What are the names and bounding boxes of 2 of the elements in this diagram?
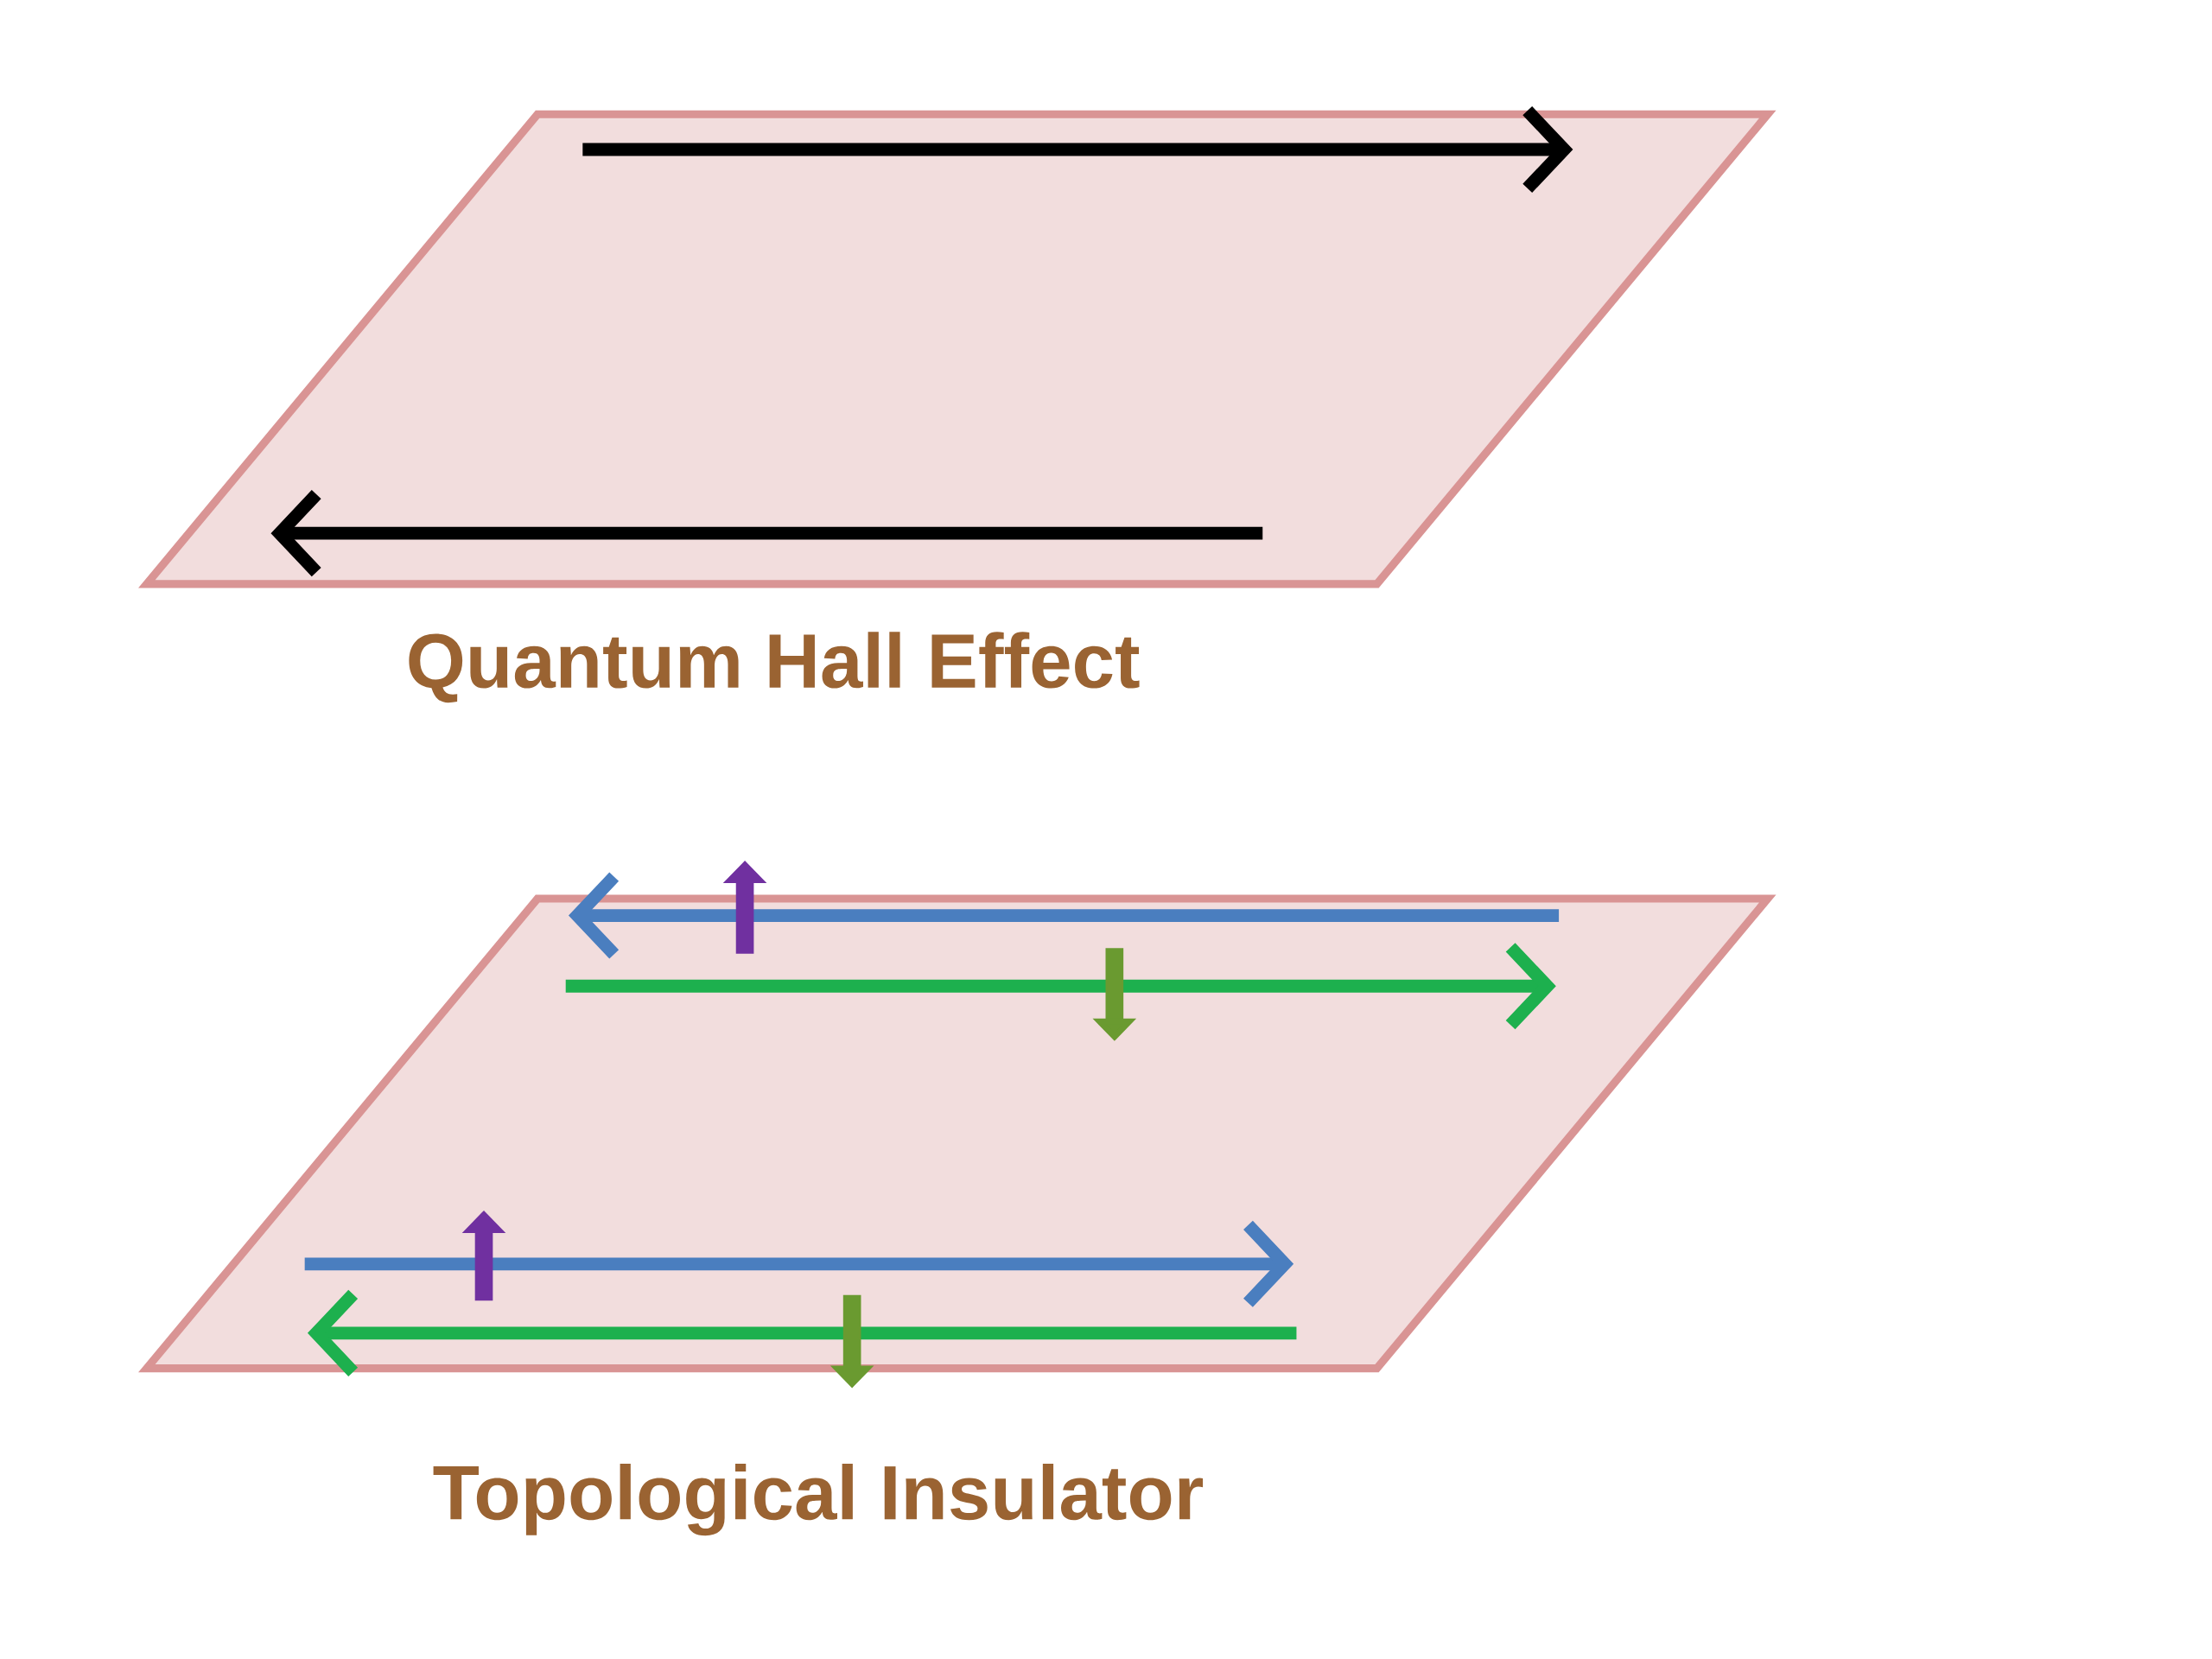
plane-caption: Quantum Hall Effect bbox=[409, 632, 1140, 703]
plane-caption: Topological Insulator bbox=[433, 1463, 1204, 1536]
